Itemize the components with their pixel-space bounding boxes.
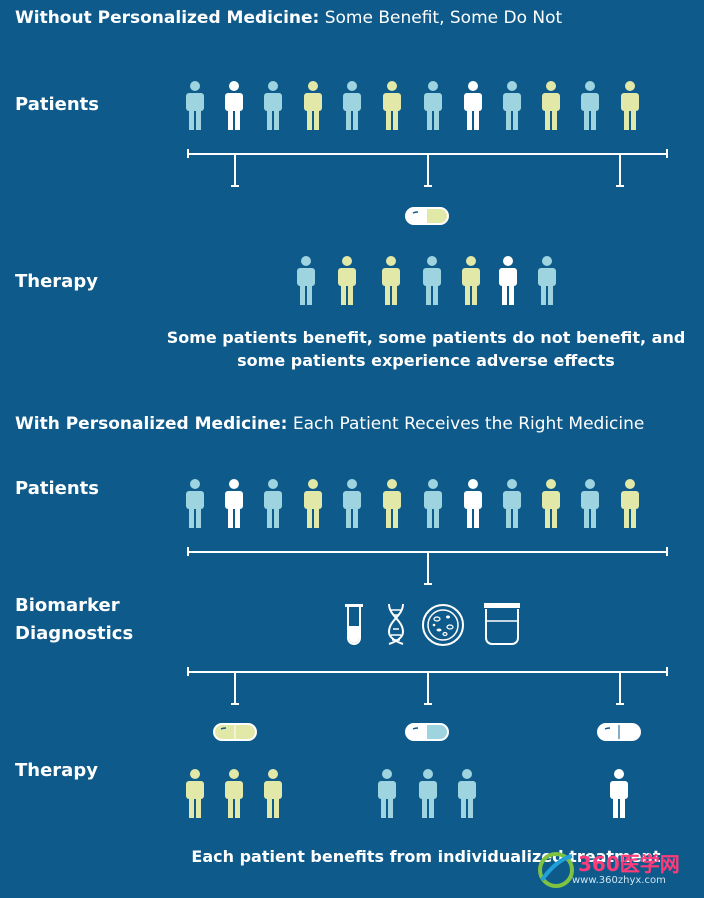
dna-icon (385, 602, 407, 646)
section1-bracket-foot-left (231, 185, 239, 187)
biomarker-label-line1: Biomarker (15, 595, 120, 616)
person-icon (264, 769, 282, 818)
pill-icon-yellow (213, 723, 257, 741)
person-icon (382, 256, 400, 305)
person-icon (264, 81, 282, 130)
person-icon (610, 769, 628, 818)
person-icon (186, 479, 204, 528)
section2-biomarker-label: Biomarker Diagnostics (15, 592, 133, 648)
biomarker-label-line2: Diagnostics (15, 623, 134, 644)
person-icon (542, 81, 560, 130)
sample-jar-icon (483, 602, 521, 646)
section2-merge-foot (424, 583, 432, 585)
section2-merge-drop (427, 551, 429, 584)
section1-bracket-end-left (187, 149, 189, 158)
person-icon (186, 81, 204, 130)
pill-icon (405, 207, 449, 225)
section1-patients-label: Patients (15, 94, 99, 115)
section1-bracket-drop-center (427, 153, 429, 186)
person-icon (499, 256, 517, 305)
watermark-brand: 360医学网 (578, 852, 680, 876)
therapy-group-yellow (183, 768, 293, 820)
watermark: 360医学网 www.360zhyx.com (536, 848, 702, 892)
section2-patients-row (183, 478, 643, 530)
section2-split-drop-right (619, 671, 621, 704)
person-icon (186, 769, 204, 818)
person-icon (581, 81, 599, 130)
section2-therapy-label: Therapy (15, 760, 98, 781)
person-icon (464, 479, 482, 528)
section2-split-foot-right (616, 703, 624, 705)
person-icon (343, 81, 361, 130)
person-icon (423, 256, 441, 305)
person-icon (338, 256, 356, 305)
section1-bracket-drop-left (234, 153, 236, 186)
section1-bracket-end-right (666, 149, 668, 158)
section2-split-end-right (666, 667, 668, 676)
person-icon (383, 81, 401, 130)
person-icon (424, 479, 442, 528)
section1-caption-line1: Some patients benefit, some patients do … (166, 328, 686, 347)
person-icon (621, 479, 639, 528)
therapy-group-blue (375, 768, 485, 820)
section2-title-bold: With Personalized Medicine: (15, 414, 288, 434)
section2-title: With Personalized Medicine: Each Patient… (15, 414, 644, 434)
section1-bracket-drop-right (619, 153, 621, 186)
section2-patients-label: Patients (15, 478, 99, 499)
person-icon (419, 769, 437, 818)
person-icon (538, 256, 556, 305)
section2-split-drop-left (234, 671, 236, 704)
pill-icon-white (597, 723, 641, 741)
person-icon (297, 256, 315, 305)
person-icon (304, 479, 322, 528)
person-icon (503, 81, 521, 130)
person-icon (383, 479, 401, 528)
person-icon (503, 479, 521, 528)
section1-therapy-svg (297, 256, 556, 305)
section1-title: Without Personalized Medicine: Some Bene… (15, 8, 562, 28)
person-icon (225, 769, 243, 818)
therapy-group-white (607, 768, 633, 820)
section2-patients-svg (186, 479, 639, 528)
section1-pill-icon (405, 207, 449, 225)
section2-split-drop-center (427, 671, 429, 704)
person-icon (264, 479, 282, 528)
petri-dish-icon (421, 603, 465, 647)
section1-caption: Some patients benefit, some patients do … (150, 326, 702, 372)
person-icon (464, 81, 482, 130)
person-icon (343, 479, 361, 528)
section1-therapy-row (294, 255, 564, 307)
section2-split-foot-center (424, 703, 432, 705)
section1-therapy-label: Therapy (15, 271, 98, 292)
watermark-logo-icon (538, 852, 574, 888)
section1-patients-svg (186, 81, 639, 130)
person-icon (225, 81, 243, 130)
person-icon (225, 479, 243, 528)
section2-split-foot-left (231, 703, 239, 705)
section2-title-rest: Each Patient Receives the Right Medicine (287, 414, 645, 434)
section2-split-end-left (187, 667, 189, 676)
section1-title-rest: Some Benefit, Some Do Not (319, 8, 563, 28)
pill-icon-blue (405, 723, 449, 741)
section1-bracket-foot-right (616, 185, 624, 187)
section1-bracket-foot-center (424, 185, 432, 187)
person-icon (458, 769, 476, 818)
section2-merge-end-right (666, 547, 668, 556)
test-tube-icon (343, 602, 365, 646)
person-icon (581, 479, 599, 528)
person-icon (304, 81, 322, 130)
section1-caption-line2: some patients experience adverse effects (237, 351, 615, 370)
section1-title-bold: Without Personalized Medicine: (15, 8, 320, 28)
person-icon (462, 256, 480, 305)
section2-merge-end-left (187, 547, 189, 556)
person-icon (542, 479, 560, 528)
person-icon (378, 769, 396, 818)
watermark-url: www.360zhyx.com (572, 875, 666, 886)
person-icon (621, 81, 639, 130)
person-icon (424, 81, 442, 130)
section1-patients-row (183, 80, 643, 132)
